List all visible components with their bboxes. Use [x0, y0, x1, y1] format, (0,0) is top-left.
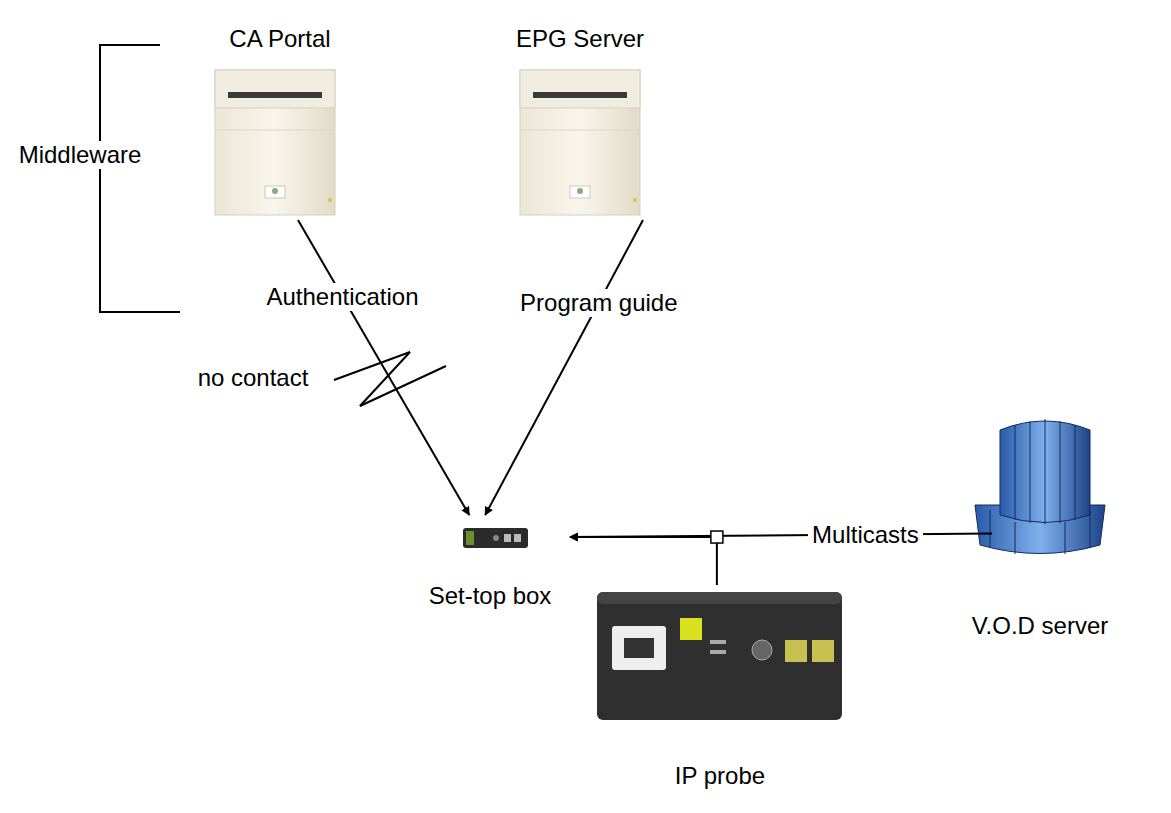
node-label: Set-top box [429, 582, 552, 610]
edge-label: Program guide [516, 289, 681, 317]
server-tower [215, 70, 335, 215]
vod-server-node: V.O.D server [960, 410, 1120, 640]
edge-label: Multicasts [808, 521, 923, 549]
vod-server-icon [975, 419, 1105, 554]
node-label: CA Portal [229, 25, 330, 53]
tap-point [711, 531, 723, 543]
connector [485, 220, 643, 515]
edge-label: Authentication [262, 283, 422, 311]
server-node: CA Portal [205, 25, 355, 220]
node-label: V.O.D server [972, 612, 1109, 640]
node-label: IP probe [675, 762, 765, 790]
server-node: EPG Server [505, 25, 655, 220]
set-top-box-node: Set-top box [410, 515, 570, 610]
ip-probe-icon [597, 592, 842, 720]
node-label: EPG Server [516, 25, 644, 53]
connector [570, 537, 717, 585]
probe-node: IP probe [590, 585, 850, 790]
free-label: Middleware [15, 141, 146, 169]
connector [298, 220, 469, 515]
set-top-box-icon [463, 528, 528, 548]
free-label: no contact [194, 364, 313, 392]
server-tower [520, 70, 640, 215]
middleware-bracket [100, 45, 180, 312]
